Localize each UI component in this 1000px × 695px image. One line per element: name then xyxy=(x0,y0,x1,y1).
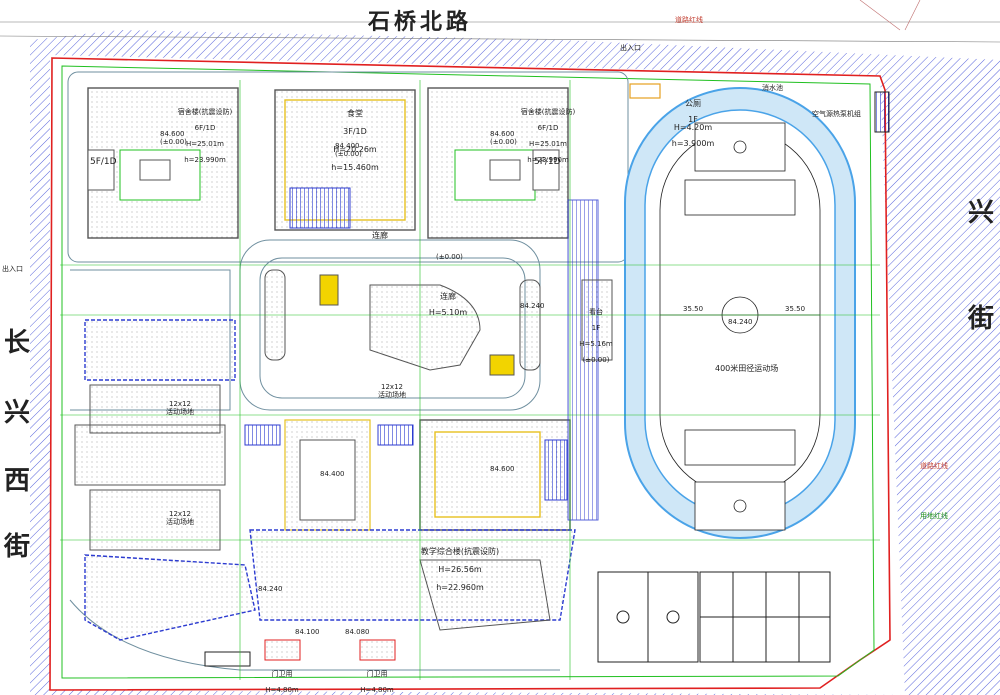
courtyard-3: 12x12 活动场地 xyxy=(378,383,406,399)
teaching-elev: 84.600 xyxy=(490,465,515,473)
courtyard-2: 12x12 活动场地 xyxy=(166,510,194,526)
dorm-left-text: 宿舍楼(抗震设防) 6F/1D H=25.01m h=23.990m xyxy=(177,108,233,164)
gate-elev-1: 84.100 xyxy=(295,628,320,636)
teaching-text: 教学综合楼(抗震设防) H=26.56m h=22.960m xyxy=(420,547,500,592)
land-line-label: 用地红线 xyxy=(920,512,948,520)
dorm-right-elev: 84.600(±0.00) xyxy=(490,130,517,146)
west-road-label-1: 长 xyxy=(4,328,31,358)
ground-level-1: 84.240 xyxy=(520,302,545,310)
green-gridlines xyxy=(60,80,880,680)
west-road-label-4: 街 xyxy=(4,532,31,562)
pool-label: 消水池 xyxy=(762,84,783,92)
west-road-label-3: 西 xyxy=(4,466,31,496)
ground-zero: (±0.00) xyxy=(436,253,463,261)
canteen xyxy=(274,89,416,231)
guard-text: 公厕 1F H=4.20m h=3.900m xyxy=(671,99,715,148)
corridor-label: 连廊 xyxy=(372,231,388,240)
courts xyxy=(597,571,831,663)
left-wing xyxy=(74,319,256,641)
east-road-label-2: 街 xyxy=(968,304,995,334)
ground-level-2: 84.240 xyxy=(258,585,283,593)
dorm-right xyxy=(427,87,569,239)
center-elev: 84.400 xyxy=(320,470,345,478)
dorm-left-elev: 84.600(±0.00) xyxy=(160,130,187,146)
north-road xyxy=(0,0,1000,43)
canteen-text: 食堂 3F/1D H=20.26m h=15.460m xyxy=(331,109,379,172)
gates xyxy=(204,639,396,667)
running-track xyxy=(624,87,856,539)
north-road-label: 石桥北路 xyxy=(368,10,473,35)
east-road-label-1: 兴 xyxy=(968,198,995,228)
red-property-line xyxy=(49,57,891,691)
green-setback-line xyxy=(61,65,875,679)
dorm-right-wing: 5F/1D xyxy=(534,157,561,167)
gate-left-text: 门卫用 H=4.80m xyxy=(265,670,299,694)
red-line-label-1: 道路红线 xyxy=(675,16,703,24)
entrance-label-2: 出入口 xyxy=(620,44,641,52)
entrance-label-1: 出入口 xyxy=(2,265,23,273)
stand-text: 看台 1F H=5.16m (±0.00) xyxy=(579,308,613,364)
canteen-elev: 84.400(±0.00) xyxy=(335,142,362,158)
red-line-label-2: 道路红线 xyxy=(920,462,948,470)
pavilion-text: 连廊 H=5.10m xyxy=(428,292,468,317)
gate-right-text: 门卫用 H=4.80m xyxy=(360,670,394,694)
gate-elev-2: 84.080 xyxy=(345,628,370,636)
grandstand xyxy=(567,199,613,521)
west-road-label-2: 兴 xyxy=(4,398,31,428)
dorm-right-text: 宿舍楼(抗震设防) 6F/1D H=25.01m h=23.990m xyxy=(520,108,576,164)
courtyard-1: 12x12 活动场地 xyxy=(166,400,194,416)
air-label: 空气源热泵机组 xyxy=(812,110,861,118)
air-unit xyxy=(629,83,890,133)
teaching-center xyxy=(244,419,576,631)
track-elev: 84.240 xyxy=(728,318,753,326)
dorm-left-wing: 5F/1D xyxy=(90,157,117,167)
track-dim-right: 35.50 xyxy=(785,305,806,313)
dorm-left xyxy=(87,87,239,239)
track-dim-left: 35.50 xyxy=(683,305,704,313)
track-label: 400米田径运动场 xyxy=(715,364,779,373)
